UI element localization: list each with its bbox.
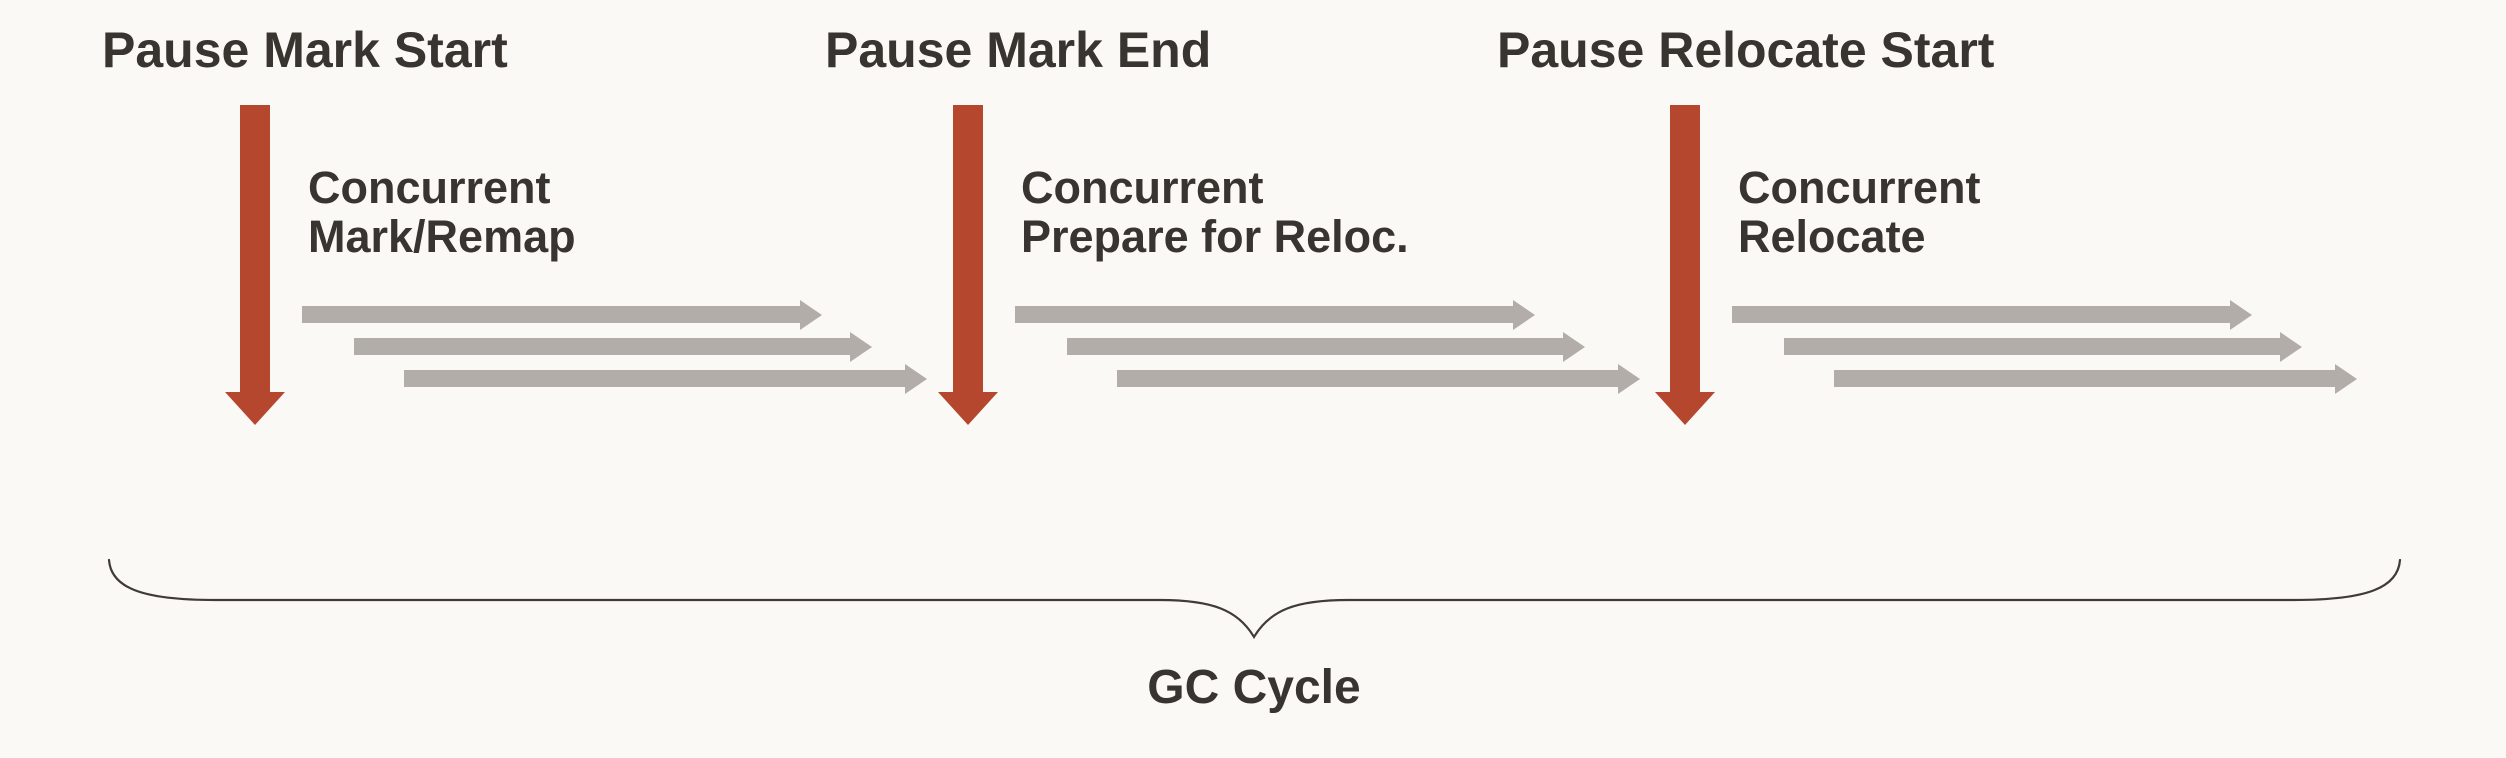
pause-arrow-shaft <box>953 105 983 392</box>
thread-arrow-head <box>2335 364 2357 394</box>
pause-arrow-down-icon <box>225 105 285 425</box>
pause-arrow-shaft <box>240 105 270 392</box>
concurrent-label-line2: Prepare for Reloc. <box>1021 211 1409 262</box>
concurrent-thread-arrow-icon <box>1015 300 1535 330</box>
gc-cycle-label: GC Cycle <box>1147 661 1361 714</box>
concurrent-relocate-label: Concurrent Relocate <box>1738 163 1981 261</box>
thread-arrow-shaft <box>1015 306 1515 323</box>
pause-mark-start-label: Pause Mark Start <box>102 22 508 78</box>
thread-arrow-head <box>905 364 927 394</box>
thread-arrow-shaft <box>1117 370 1620 387</box>
pause-arrow-head <box>225 392 285 425</box>
thread-arrow-shaft <box>354 338 852 355</box>
thread-arrow-head <box>2230 300 2252 330</box>
concurrent-thread-arrow-icon <box>1117 364 1640 394</box>
pause-arrow-down-icon <box>938 105 998 425</box>
concurrent-label-line2: Mark/Remap <box>308 211 576 262</box>
thread-arrow-head <box>1513 300 1535 330</box>
concurrent-thread-arrow-icon <box>1834 364 2357 394</box>
concurrent-label-line1: Concurrent <box>1021 162 1264 213</box>
thread-arrow-head <box>850 332 872 362</box>
concurrent-label-line1: Concurrent <box>308 162 551 213</box>
pause-mark-end-label: Pause Mark End <box>825 22 1212 78</box>
pause-arrow-head <box>938 392 998 425</box>
pause-arrow-down-icon <box>1655 105 1715 425</box>
thread-arrow-head <box>1563 332 1585 362</box>
thread-arrow-shaft <box>1834 370 2337 387</box>
thread-arrow-head <box>1618 364 1640 394</box>
concurrent-prepare-reloc-label: Concurrent Prepare for Reloc. <box>1021 163 1409 261</box>
thread-arrow-shaft <box>302 306 802 323</box>
thread-arrow-shaft <box>1067 338 1565 355</box>
pause-arrow-shaft <box>1670 105 1700 392</box>
concurrent-thread-arrow-icon <box>354 332 872 362</box>
concurrent-thread-arrow-icon <box>1067 332 1585 362</box>
concurrent-thread-arrow-icon <box>1784 332 2302 362</box>
thread-arrow-shaft <box>1784 338 2282 355</box>
concurrent-thread-arrow-icon <box>1732 300 2252 330</box>
concurrent-thread-arrow-icon <box>404 364 927 394</box>
thread-arrow-head <box>800 300 822 330</box>
concurrent-label-line2: Relocate <box>1738 211 1926 262</box>
concurrent-label-line1: Concurrent <box>1738 162 1981 213</box>
concurrent-mark-remap-label: Concurrent Mark/Remap <box>308 163 576 261</box>
pause-arrow-head <box>1655 392 1715 425</box>
concurrent-thread-arrow-icon <box>302 300 822 330</box>
pause-relocate-start-label: Pause Relocate Start <box>1497 22 1995 78</box>
thread-arrow-head <box>2280 332 2302 362</box>
thread-arrow-shaft <box>404 370 907 387</box>
thread-arrow-shaft <box>1732 306 2232 323</box>
